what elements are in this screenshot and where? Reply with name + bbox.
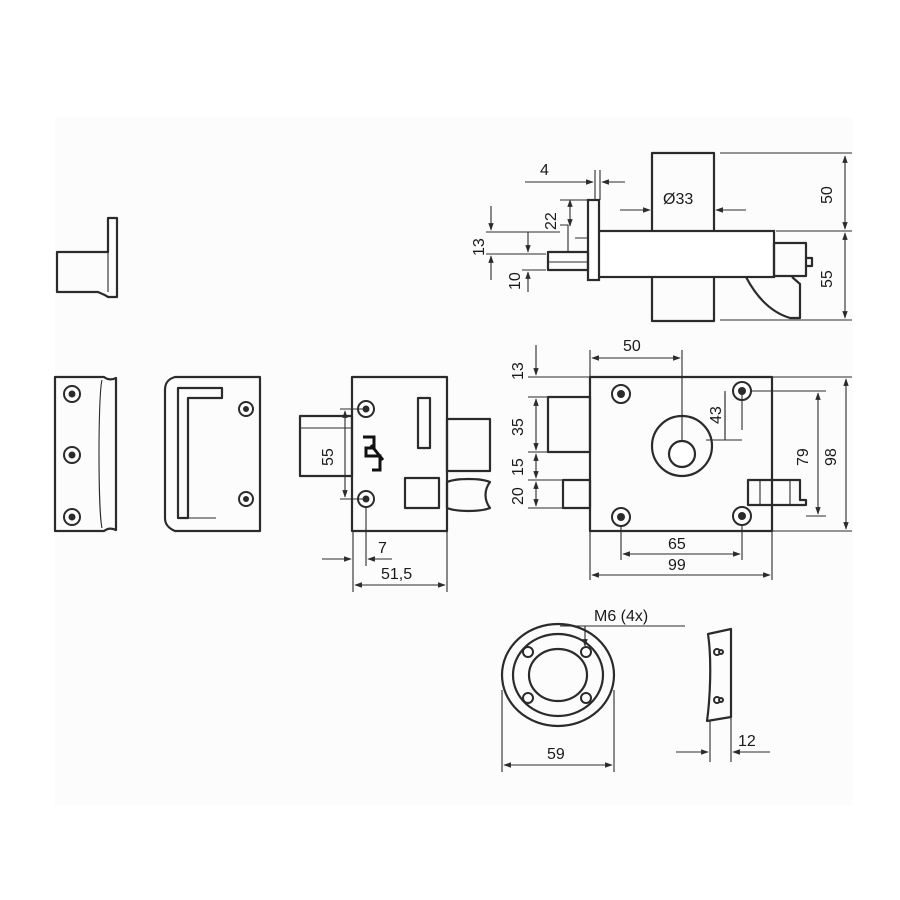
dim-mid-7: 7: [378, 540, 387, 557]
dim-right-99: 99: [668, 557, 686, 574]
dim-top-13: 13: [471, 238, 488, 256]
lock-top-section-view: [546, 151, 814, 323]
dim-right-65: 65: [668, 536, 686, 553]
dim-right-98: 98: [823, 448, 840, 466]
dim-top-50: 50: [819, 186, 836, 204]
dim-right-35: 35: [510, 418, 527, 436]
dim-mid-51-5: 51,5: [381, 566, 412, 583]
dim-right-15: 15: [510, 458, 527, 476]
dim-top-10: 10: [507, 272, 524, 290]
keeper-plate-front-view: [53, 375, 118, 533]
dim-right-13: 13: [510, 362, 527, 380]
dim-top-22: 22: [543, 212, 560, 230]
dim-top-diameter: Ø33: [663, 191, 693, 208]
side-view-dimensions: 55 7 51,5: [320, 408, 448, 592]
lock-body-side-view: [298, 375, 492, 533]
top-view-dimensions: 4 Ø33 50 55 22 13 10: [471, 152, 852, 321]
dim-right-20: 20: [510, 487, 527, 505]
dim-right-43: 43: [708, 406, 725, 424]
dim-rosette-59: 59: [547, 746, 565, 763]
dim-mid-55: 55: [320, 448, 337, 466]
front-view-dimensions: 50 43 13 35 15 20 79 98: [510, 338, 852, 580]
dim-right-79: 79: [795, 448, 812, 466]
lock-body-front-view: [546, 375, 808, 533]
hook-bracket-side-view: [55, 216, 119, 299]
rosette-side-view: 12: [676, 627, 770, 762]
dim-right-50: 50: [623, 338, 641, 355]
dim-top-4: 4: [540, 162, 549, 179]
rosette-front-view: M6 (4x) 59: [500, 608, 685, 772]
dim-rosette-m6: M6 (4x): [594, 608, 648, 625]
keeper-box-front-view: [163, 375, 262, 533]
dim-plate-12: 12: [738, 733, 756, 750]
dim-top-55: 55: [819, 270, 836, 288]
